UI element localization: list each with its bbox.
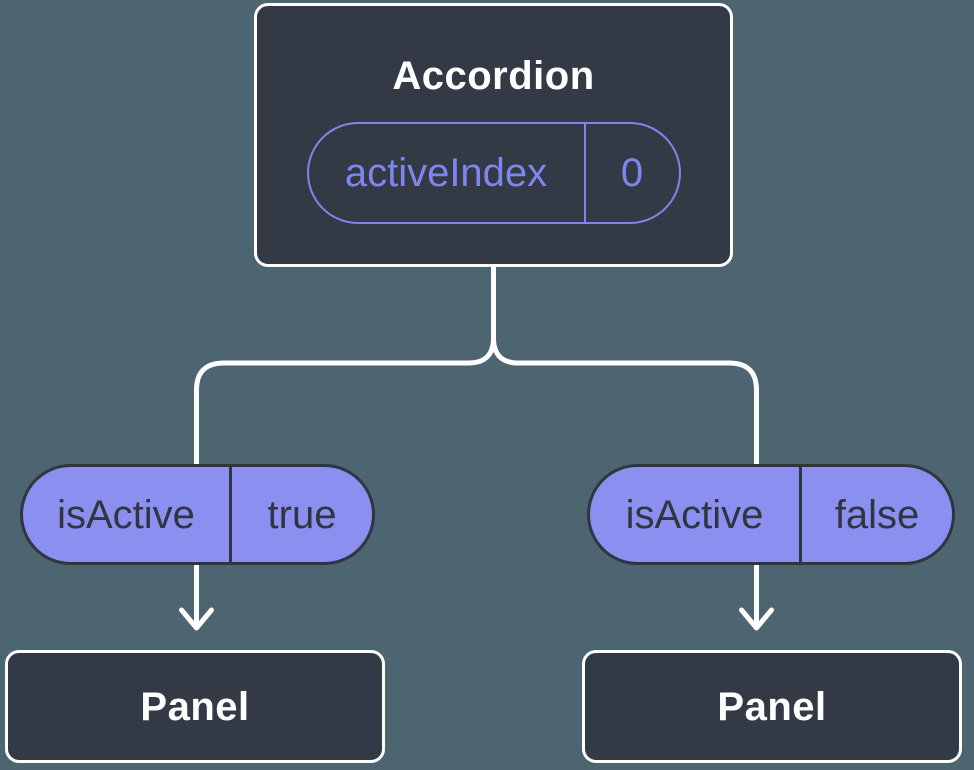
panel-right-title: Panel (717, 684, 827, 729)
state-pill-name: activeIndex (344, 151, 548, 195)
arrow-down-left-icon (179, 607, 214, 631)
prop-pill-right: isActive false (587, 464, 955, 565)
component-node-panel-left: Panel (5, 650, 385, 763)
prop-pill-left-value: true (267, 492, 337, 537)
panel-left-title: Panel (140, 684, 250, 729)
prop-pill-left-divider (229, 467, 232, 562)
connector-right-branch (491, 335, 759, 467)
prop-pill-left: isActive true (20, 464, 375, 565)
state-pill: activeIndex 0 (306, 122, 681, 224)
state-pill-divider (583, 124, 586, 222)
prop-pill-right-divider (799, 467, 802, 562)
state-pill-value: 0 (620, 151, 644, 195)
arrow-down-right-icon (739, 607, 774, 631)
prop-pill-right-name: isActive (625, 492, 764, 537)
component-node-panel-right: Panel (582, 650, 962, 763)
component-node-accordion: Accordion activeIndex 0 (254, 3, 733, 267)
prop-pill-left-name: isActive (57, 492, 195, 537)
accordion-title: Accordion (392, 54, 595, 98)
prop-pill-right-value: false (834, 492, 920, 537)
connector-left-branch (194, 263, 496, 467)
